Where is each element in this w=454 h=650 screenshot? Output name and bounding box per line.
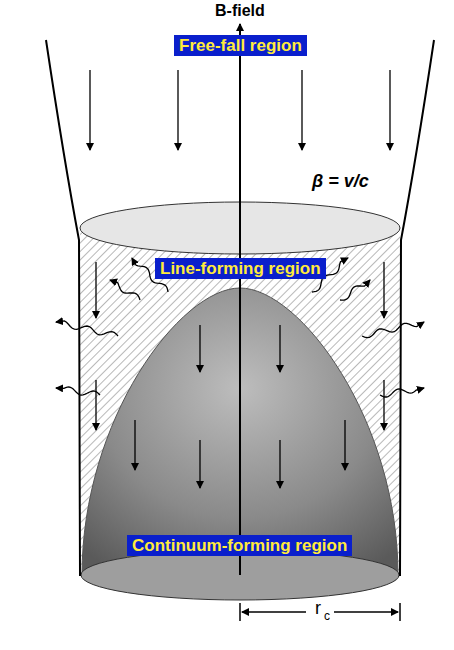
- radius-symbol: r: [315, 599, 321, 619]
- axis-label: B-field: [215, 2, 265, 20]
- region-name: Continuum-forming region: [132, 536, 347, 555]
- velocity-label: β = v/c: [312, 172, 369, 192]
- line-forming-label: Line-forming region: [155, 258, 326, 279]
- free-fall-label: Free-fall region: [174, 35, 307, 56]
- radius-subscript: c: [324, 610, 330, 623]
- continuum-label: Continuum-forming region: [127, 535, 352, 556]
- region-name: Line-forming region: [160, 259, 321, 278]
- region-name: Free-fall region: [179, 36, 302, 55]
